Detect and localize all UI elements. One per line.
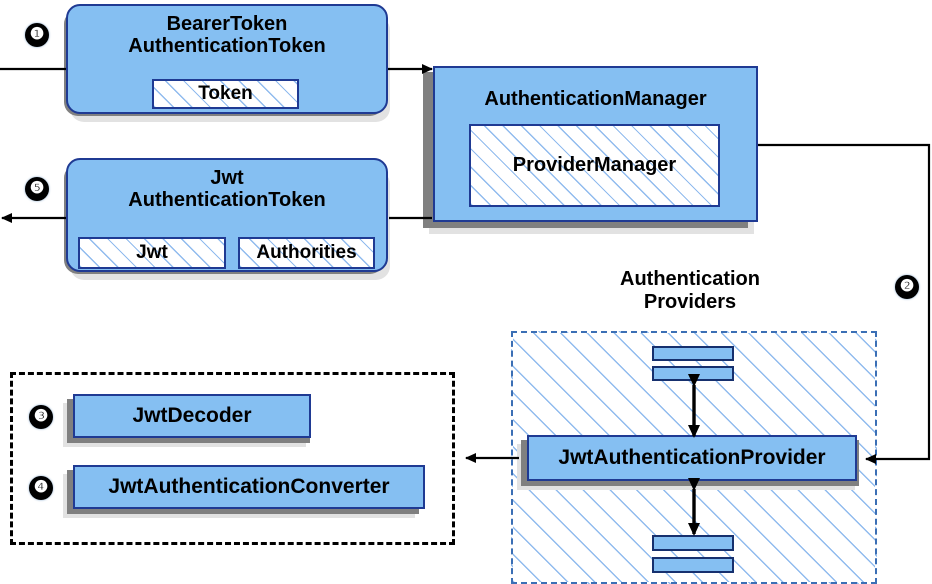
authentication-providers-label: Authentication Providers [560,268,820,314]
jwt-authentication-converter-box[interactable]: JwtAuthenticationConverter [73,465,425,509]
provider-manager-label: ProviderManager [512,154,677,176]
jwt-token-inner-jwt-box[interactable]: Jwt [78,237,226,269]
jwt-token-inner-jwt-label: Jwt [136,242,168,263]
provider-plate-bottom-2 [652,557,734,573]
provider-plate-top-2 [652,366,734,381]
jwt-authentication-converter-label: JwtAuthenticationConverter [108,475,390,499]
provider-plate-top-1 [652,346,734,361]
jwt-decoder-box[interactable]: JwtDecoder [73,394,311,438]
jwt-decoder-label: JwtDecoder [132,404,252,428]
bearer-token-inner-token-box[interactable]: Token [152,79,299,109]
jwt-token-title-line2: AuthenticationToken [128,189,326,212]
step-marker-5: ❺ [25,177,49,201]
provider-plate-bottom-1 [652,535,734,551]
step-marker-3: ❸ [29,405,53,429]
step-marker-2: ❷ [895,275,919,299]
jwt-token-inner-authorities-label: Authorities [256,242,357,263]
authentication-providers-label-line1: Authentication [620,268,760,290]
jwt-authentication-provider-label: JwtAuthenticationProvider [558,446,826,470]
jwt-authentication-provider-box[interactable]: JwtAuthenticationProvider [527,435,857,481]
step-marker-1: ❶ [25,23,49,47]
bearer-token-inner-label: Token [198,83,253,104]
jwt-components-region [10,372,455,545]
bearer-token-title-line1: BearerToken [166,13,288,35]
authentication-manager-title: AuthenticationManager [484,88,707,110]
jwt-token-inner-authorities-box[interactable]: Authorities [238,237,375,269]
bearer-token-authentication-token-box[interactable]: BearerToken AuthenticationToken [66,4,388,114]
step-marker-4: ❹ [29,476,53,500]
jwt-token-title-line1: Jwt [210,167,244,189]
bearer-token-title-line2: AuthenticationToken [128,35,326,58]
authentication-providers-label-line2: Providers [643,291,737,313]
provider-manager-box[interactable]: ProviderManager [469,124,720,207]
